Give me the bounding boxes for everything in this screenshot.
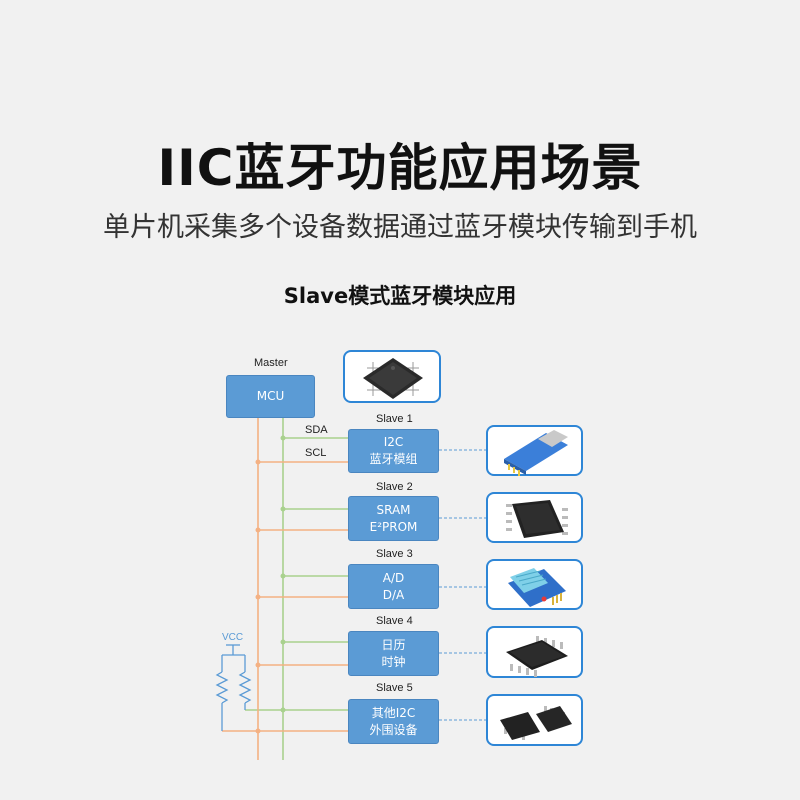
slave-4-box: 日历 时钟	[348, 631, 439, 676]
slave-3-label: Slave 3	[376, 548, 413, 560]
slave-3-line2: D/A	[382, 587, 405, 602]
sensor-module-icon	[508, 568, 566, 607]
slave-2-box: SRAM E²PROM	[348, 496, 439, 541]
scl-label: SCL	[305, 447, 327, 459]
slave-4-line2: 时钟	[381, 654, 406, 669]
slave-4-card	[486, 626, 583, 678]
slave-1-card	[486, 425, 583, 476]
master-label: Master	[254, 357, 288, 369]
slave-2-line2: E²PROM	[369, 519, 418, 534]
vcc-label: VCC	[222, 632, 244, 643]
sda-label: SDA	[305, 424, 328, 436]
mcu-chip-icon	[363, 358, 423, 399]
page-subtitle: 单片机采集多个设备数据通过蓝牙模块传输到手机	[103, 212, 697, 243]
peripheral-chips-icon	[500, 706, 572, 740]
slave-5-box: 其他I2C 外围设备	[348, 699, 439, 744]
slave-3-card	[486, 559, 583, 610]
slave-3-box: A/D D/A	[348, 564, 439, 609]
mcu-label: MCU	[256, 389, 285, 403]
slave-1-line2: 蓝牙模组	[369, 452, 418, 466]
clock-chip-icon	[506, 636, 568, 677]
mcu-chip-card	[343, 350, 441, 403]
slave-1-line1: I2C	[383, 435, 404, 449]
pull-up-resistors	[215, 644, 252, 731]
section-title: Slave模式蓝牙模块应用	[283, 284, 517, 308]
slave-1-label: Slave 1	[376, 413, 413, 425]
slave-3-line1: A/D	[382, 570, 405, 585]
slave-5-label: Slave 5	[376, 682, 413, 694]
slave-5-line2: 外围设备	[369, 722, 418, 737]
mcu-box: MCU	[226, 375, 315, 418]
slave-2-line1: SRAM	[376, 502, 411, 517]
slave-5-card	[486, 694, 583, 746]
page-title: IIC蓝牙功能应用场景	[157, 139, 643, 197]
eeprom-chip-icon	[506, 500, 568, 538]
slave-2-label: Slave 2	[376, 481, 413, 493]
slave-4-line1: 日历	[381, 637, 406, 652]
slave-5-line1: 其他I2C	[371, 705, 416, 720]
slave-4-label: Slave 4	[376, 615, 413, 627]
slave-2-card	[486, 492, 583, 543]
slave-1-box: I2C 蓝牙模组	[348, 429, 439, 473]
bluetooth-module-icon	[504, 430, 568, 476]
